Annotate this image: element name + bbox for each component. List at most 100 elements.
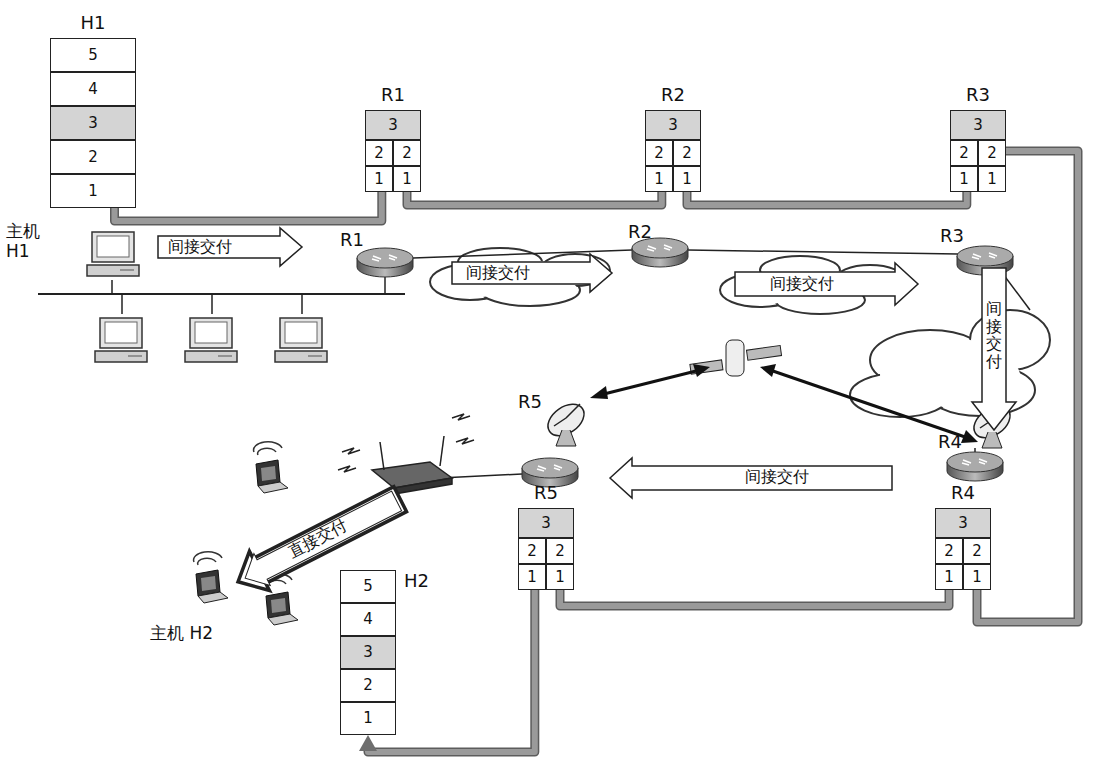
layer-cell: 3: [935, 508, 991, 538]
layer-number: 2: [527, 544, 537, 559]
layer-number: 3: [88, 116, 98, 131]
layer-number: 2: [402, 146, 412, 161]
layer-number: 3: [958, 516, 968, 531]
layer-number: 1: [374, 172, 384, 187]
layer-cell: 2: [950, 140, 978, 166]
data-path: [977, 151, 1078, 622]
protocol-stack: H154321: [50, 38, 136, 208]
stack-heading: R2: [645, 86, 701, 104]
layer-cell: 4: [340, 603, 396, 636]
layer-number: 1: [363, 711, 373, 726]
delivery-label: 间接交付: [168, 238, 232, 256]
layer-number: 2: [987, 146, 997, 161]
layer-cell: 2: [393, 140, 421, 166]
layer-cell: 2: [546, 538, 574, 564]
stack-heading: H2: [404, 572, 429, 590]
layer-cell: 1: [365, 166, 393, 192]
layer-cell: 1: [963, 564, 991, 590]
layer-number: 2: [374, 146, 384, 161]
layer-cell: 2: [978, 140, 1006, 166]
path-outline: [687, 192, 967, 205]
layer-number: 1: [527, 570, 537, 585]
arrowhead: [359, 735, 377, 751]
layer-number: 3: [541, 516, 551, 531]
path-outline: [115, 192, 382, 221]
layer-cell: 1: [518, 564, 546, 590]
path-line: [115, 192, 382, 221]
layer-cell: 5: [340, 570, 396, 603]
layer-number: 2: [88, 150, 98, 165]
layer-number: 1: [402, 172, 412, 187]
layer-cell: 2: [365, 140, 393, 166]
layer-cell: 2: [645, 140, 673, 166]
layer-number: 3: [973, 118, 983, 133]
router-label: R3: [940, 226, 964, 247]
stack-heading: R4: [935, 484, 991, 502]
layer-cell: 3: [50, 106, 136, 140]
protocol-stack: R332211: [950, 110, 1006, 192]
layer-cell: 1: [978, 166, 1006, 192]
layer-cell: 1: [645, 166, 673, 192]
layer-cell: 1: [673, 166, 701, 192]
layer-number: 5: [88, 48, 98, 63]
layer-cell: 3: [645, 110, 701, 140]
layer-number: 4: [88, 82, 98, 97]
layer-cell: 3: [518, 508, 574, 538]
delivery-label: 间接交付: [466, 264, 530, 282]
layer-number: 2: [555, 544, 565, 559]
layer-cell: 1: [950, 166, 978, 192]
data-path: [560, 590, 949, 606]
layer-cell: 1: [546, 564, 574, 590]
layer-number: 3: [668, 118, 678, 133]
delivery-label: 间接交付: [770, 275, 834, 293]
layer-number: 2: [944, 544, 954, 559]
protocol-stack: R532211: [518, 508, 574, 590]
stack-heading: R5: [518, 484, 574, 502]
layer-number: 1: [944, 570, 954, 585]
layer-number: 1: [654, 172, 664, 187]
layer-cell: 3: [950, 110, 1006, 140]
stack-heading: R3: [950, 86, 1006, 104]
path-outline: [977, 151, 1078, 622]
layer-number: 5: [363, 579, 373, 594]
layer-cell: 1: [50, 174, 136, 208]
layer-cell: 5: [50, 38, 136, 72]
layer-cell: 1: [393, 166, 421, 192]
path-line: [977, 151, 1078, 622]
host-label: 主机 H1: [6, 222, 46, 261]
router-label: R4: [938, 432, 962, 453]
layer-cell: 2: [963, 538, 991, 564]
router-label: R2: [628, 222, 652, 243]
layer-number: 2: [959, 146, 969, 161]
layer-cell: 2: [50, 140, 136, 174]
layer-number: 2: [363, 678, 373, 693]
layer-number: 1: [88, 184, 98, 199]
layer-number: 2: [654, 146, 664, 161]
stack-heading: H1: [50, 14, 136, 32]
layer-number: 1: [555, 570, 565, 585]
router-label: R5: [518, 392, 542, 413]
path-line: [407, 192, 662, 205]
layer-number: 3: [363, 645, 373, 660]
delivery-label: 间接交付: [986, 300, 1002, 370]
protocol-stack: R432211: [935, 508, 991, 590]
layer-cell: 3: [340, 636, 396, 669]
layer-cell: 1: [340, 702, 396, 735]
host-label: 主机 H2: [150, 624, 213, 644]
layer-cell: 2: [673, 140, 701, 166]
layer-cell: 1: [935, 564, 963, 590]
router-label: R1: [340, 230, 364, 251]
data-path: [115, 192, 382, 221]
path-outline: [407, 192, 662, 205]
protocol-stack: R232211: [645, 110, 701, 192]
layer-cell: 2: [935, 538, 963, 564]
protocol-stack: R132211: [365, 110, 421, 192]
layer-number: 3: [388, 118, 398, 133]
stack-heading: R1: [365, 86, 421, 104]
layer-cell: 2: [340, 669, 396, 702]
layer-number: 2: [972, 544, 982, 559]
path-line: [687, 192, 967, 205]
layer-cell: 4: [50, 72, 136, 106]
